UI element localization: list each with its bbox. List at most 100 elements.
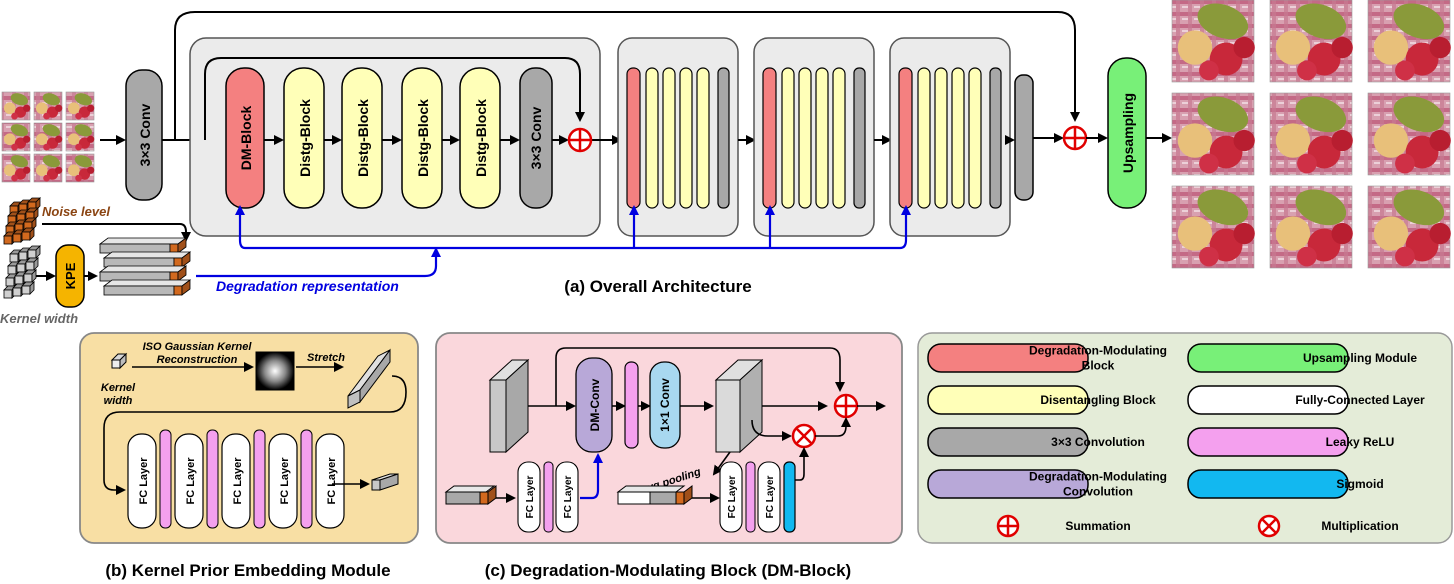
dm-block-compact <box>898 67 913 209</box>
distg-block <box>401 67 443 209</box>
leaky-relu <box>543 461 554 533</box>
distg-block-label: Distg-Block <box>355 99 371 177</box>
caption-c: (c) Degradation-Modulating Block (DM-Blo… <box>485 561 851 580</box>
degradation-slab <box>98 265 188 282</box>
sigmoid-block <box>783 461 796 533</box>
legend-label: Disentangling Block <box>1040 393 1156 407</box>
legend-label: Degradation-Modulating <box>1029 470 1167 484</box>
legend-label: 3×3 Convolution <box>1051 435 1145 449</box>
residual-groups-2-4 <box>617 37 1015 237</box>
conv-block-compact <box>853 67 866 209</box>
legend-swatch <box>1187 343 1349 373</box>
legend-label: Convolution <box>1063 485 1133 499</box>
fc-layer-label: FC Layer <box>563 475 574 518</box>
legend-swatch <box>1187 385 1349 415</box>
fc-layer-label: FC Layer <box>525 475 536 518</box>
legend-item: Fully-Connected Layer <box>1187 385 1425 415</box>
kernel-cube <box>27 245 41 259</box>
input-view-thumbnail <box>1 122 31 152</box>
deg-arrow-main <box>196 247 441 278</box>
input-conv-label: 3×3 Conv <box>137 103 153 166</box>
fc-layer-label: FC Layer <box>326 457 338 505</box>
dm-conv-label: DM-Conv <box>588 378 602 431</box>
upsampling-label: Upsampling <box>1120 93 1136 173</box>
fc-layer <box>127 433 157 529</box>
stretch-text: Stretch <box>307 352 345 364</box>
legend-label: Block <box>1082 359 1115 373</box>
kernel-width-text-2: width <box>104 395 133 407</box>
input-view-thumbnail <box>1 153 31 183</box>
leaky-relu <box>745 461 756 533</box>
output-view-thumbnail <box>1367 185 1451 269</box>
dm-skip-arrow <box>555 347 845 406</box>
noise-arrow <box>42 223 191 242</box>
degradation-slab <box>102 251 192 268</box>
input-conv-block <box>125 69 163 201</box>
caption-a: (a) Overall Architecture <box>564 277 751 296</box>
output-view-thumbnail <box>1269 185 1353 269</box>
caption-b: (b) Kernel Prior Embedding Module <box>105 561 390 580</box>
global-skip-arrow <box>174 11 1080 140</box>
leaky-relu <box>159 429 172 529</box>
output-view-thumbnail <box>1171 185 1255 269</box>
leaky-relu <box>206 429 219 529</box>
noise-level-label: Noise level <box>42 204 110 219</box>
distg-block <box>341 67 383 209</box>
fc-layer <box>221 433 251 529</box>
legend-swatch <box>927 469 1089 499</box>
legend-label: Sigmoid <box>1336 477 1383 491</box>
final-conv-block <box>1014 74 1034 201</box>
distg-block-label: Distg-Block <box>415 99 431 177</box>
conv-block-compact <box>989 67 1002 209</box>
input-view-thumbnail <box>65 153 95 183</box>
legend-label: Leaky ReLU <box>1326 435 1395 449</box>
legend-label: Summation <box>1065 519 1130 533</box>
distg-block-compact <box>696 67 710 209</box>
dm-block-panel: DM-Conv 1×1 Conv avg pooling <box>435 332 903 580</box>
upsampling-block <box>1107 57 1147 209</box>
output-view-thumbnail <box>1171 0 1255 83</box>
dm-blue-arrow <box>580 453 603 500</box>
output-view-thumbnail <box>1367 92 1451 176</box>
deg-arrow-to-dm <box>235 205 436 250</box>
kpe-output-vector <box>371 473 399 491</box>
deg-arrow-to-groups <box>436 205 911 250</box>
legend-item: Multiplication <box>1257 514 1399 538</box>
fc-layer-label: FC Layer <box>765 475 776 518</box>
legend-label: Multiplication <box>1321 519 1398 533</box>
output-view-thumbnail <box>1171 92 1255 176</box>
legend-item: Disentangling Block <box>927 385 1156 415</box>
legend-swatch <box>927 385 1089 415</box>
kernel-cube <box>23 269 37 283</box>
legend-item: Summation <box>996 514 1131 538</box>
degradation-slab <box>102 279 192 296</box>
gaussian-kernel-image <box>255 351 295 391</box>
input-light-field <box>1 91 95 183</box>
legend-swatch <box>927 427 1089 457</box>
dm-block-label: DM-Block <box>238 106 254 171</box>
kernel-width-cubes <box>3 245 41 299</box>
fc-layer-label: FC Layer <box>279 457 291 505</box>
legend-swatch <box>1187 427 1349 457</box>
distg-block-compact <box>645 67 659 209</box>
distg-block-label: Distg-Block <box>473 99 489 177</box>
noise-cube <box>21 227 35 241</box>
group-conv-block <box>519 67 553 209</box>
distg-block <box>283 67 325 209</box>
input-view-thumbnail <box>65 91 95 121</box>
fc-layer <box>315 433 345 529</box>
fc-layer <box>517 461 541 533</box>
legend-swatch <box>1187 469 1349 499</box>
noise-level-cubes <box>3 197 41 245</box>
dm-block-compact <box>626 67 641 209</box>
distg-block-compact <box>934 67 948 209</box>
legend-label: Upsampling Module <box>1303 351 1417 365</box>
stretched-vector <box>347 348 391 409</box>
legend-item: Leaky ReLU <box>1187 427 1395 457</box>
kernel-width-cube <box>110 352 128 370</box>
